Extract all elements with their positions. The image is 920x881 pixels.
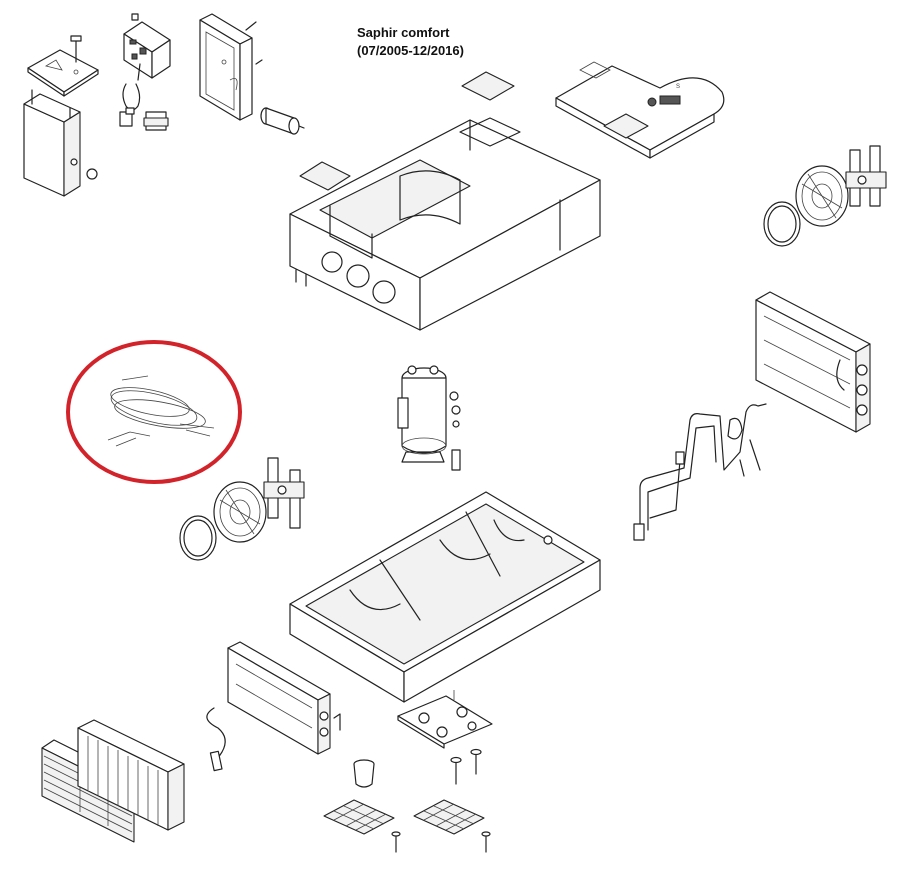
cover-logo: S [676,84,680,90]
motor-bracket[interactable] [263,457,305,529]
air-filter[interactable] [77,719,185,831]
mounting-screw[interactable] [450,756,462,785]
fan-belt-ring[interactable] [763,201,801,247]
mounting-plate[interactable] [27,35,99,97]
transformer[interactable] [143,111,169,131]
title-line-2: (07/2005-12/2016) [357,43,464,58]
fan-belt-ring[interactable] [179,515,217,561]
title-line-1: Saphir comfort [357,25,450,40]
base-tray[interactable] [289,491,601,703]
circuit-board[interactable] [123,13,171,81]
wire-harness[interactable] [66,340,242,484]
mesh-screen[interactable] [413,799,491,853]
relay[interactable] [119,107,135,127]
condenser-coil[interactable] [227,641,341,755]
diagram-title: Saphir comfort (07/2005-12/2016) [357,24,464,60]
motor-bracket[interactable] [845,145,887,207]
filter-pad[interactable] [461,71,515,101]
temperature-sensor[interactable] [206,707,226,772]
evaporator-coil[interactable] [755,291,871,433]
fan-wheel[interactable] [795,165,849,227]
filter-pad[interactable] [299,161,351,191]
capacitor[interactable] [260,107,305,135]
mounting-screw[interactable] [470,748,482,775]
upper-housing[interactable] [289,117,601,331]
mesh-screen[interactable] [323,799,401,853]
drain-fitting[interactable] [353,759,375,788]
base-mounting-plate[interactable] [397,690,493,749]
compressor[interactable] [397,365,461,471]
fan-wheel[interactable] [213,481,267,543]
refrigerant-piping[interactable] [633,403,767,541]
wire-loop[interactable] [122,83,141,111]
top-cover[interactable]: S [555,61,725,159]
back-panel[interactable] [199,13,263,121]
control-housing[interactable] [23,89,98,197]
